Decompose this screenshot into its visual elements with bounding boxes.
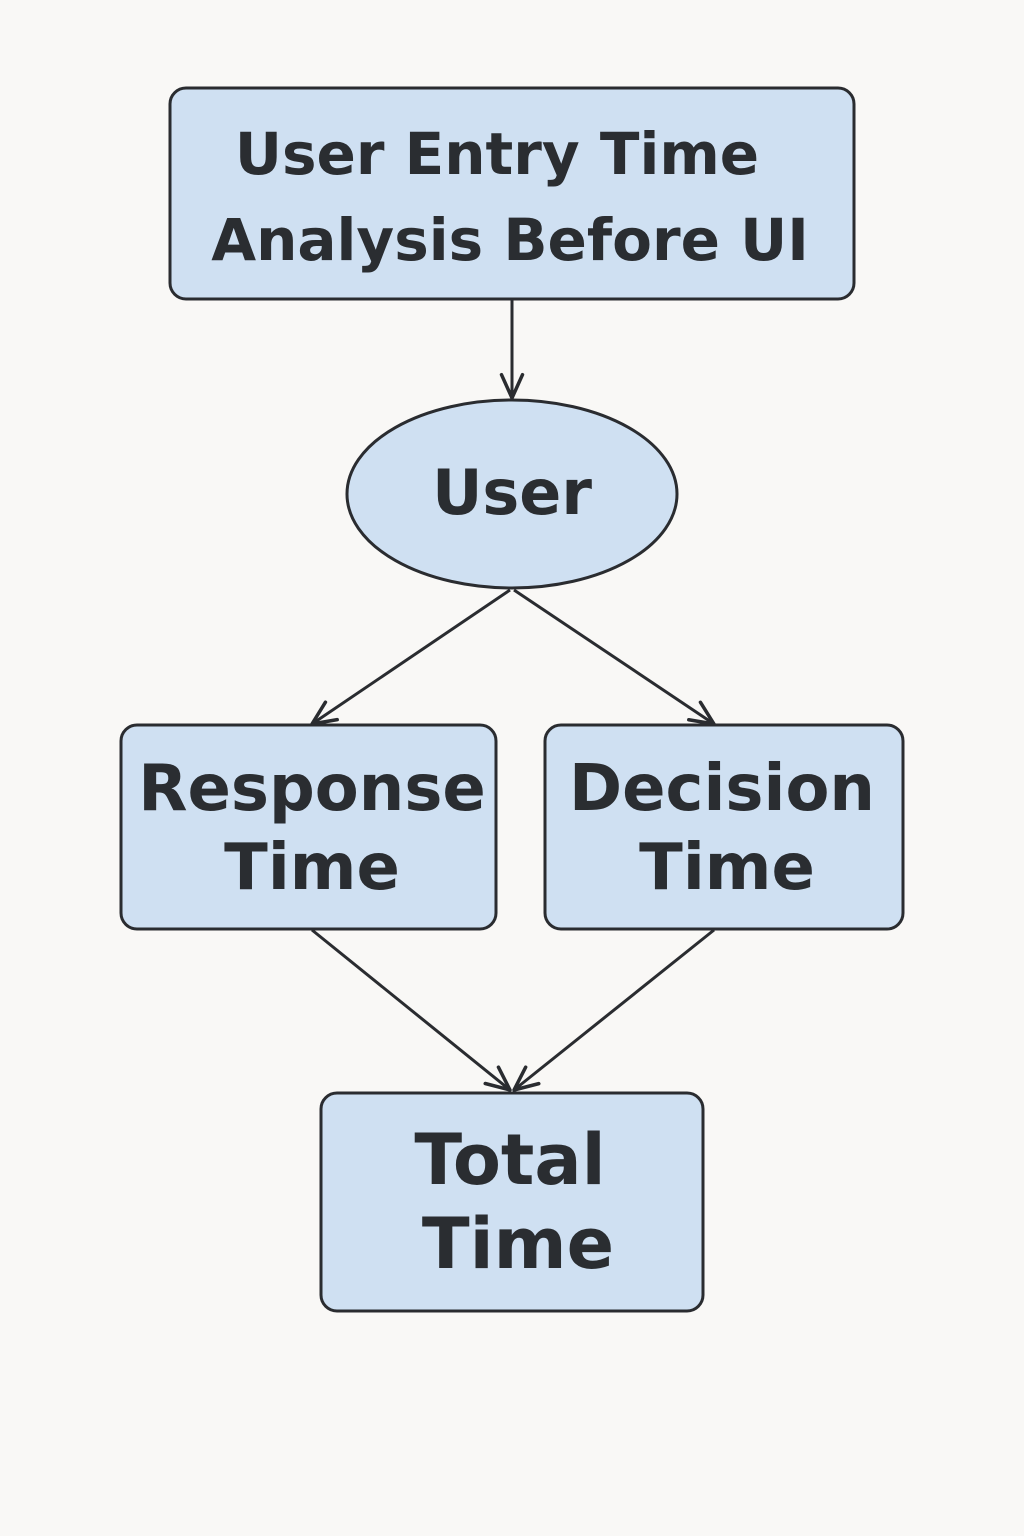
node-decision-time: Decision Time xyxy=(543,723,905,931)
edge-response-to-total xyxy=(311,928,512,1092)
node-decision-time-line2: Time xyxy=(639,831,815,905)
node-total-time-line1: Total xyxy=(414,1119,605,1201)
node-title: User Entry Time Analysis Before UI xyxy=(168,86,856,301)
node-title-line2: Analysis Before UI xyxy=(211,206,809,274)
node-response-time-line2: Time xyxy=(224,831,400,905)
edge-user-to-response xyxy=(310,588,511,726)
node-user-label: User xyxy=(432,456,592,529)
node-total-time-line2: Time xyxy=(422,1203,614,1285)
node-decision-time-box xyxy=(543,723,905,931)
node-total-time-box xyxy=(319,1091,705,1313)
node-total-time: Total Time xyxy=(319,1091,705,1313)
node-response-time-line1: Response xyxy=(138,752,486,826)
node-decision-time-line1: Decision xyxy=(569,752,875,826)
node-title-line1: User Entry Time xyxy=(235,120,759,188)
node-response-time-box xyxy=(119,723,498,931)
node-title-box xyxy=(168,86,856,301)
edge-user-to-decision xyxy=(513,588,716,726)
node-user-ellipse xyxy=(345,398,679,590)
node-user: User xyxy=(345,398,679,590)
edge-decision-to-total xyxy=(512,928,715,1092)
node-response-time: Response Time xyxy=(119,723,498,931)
